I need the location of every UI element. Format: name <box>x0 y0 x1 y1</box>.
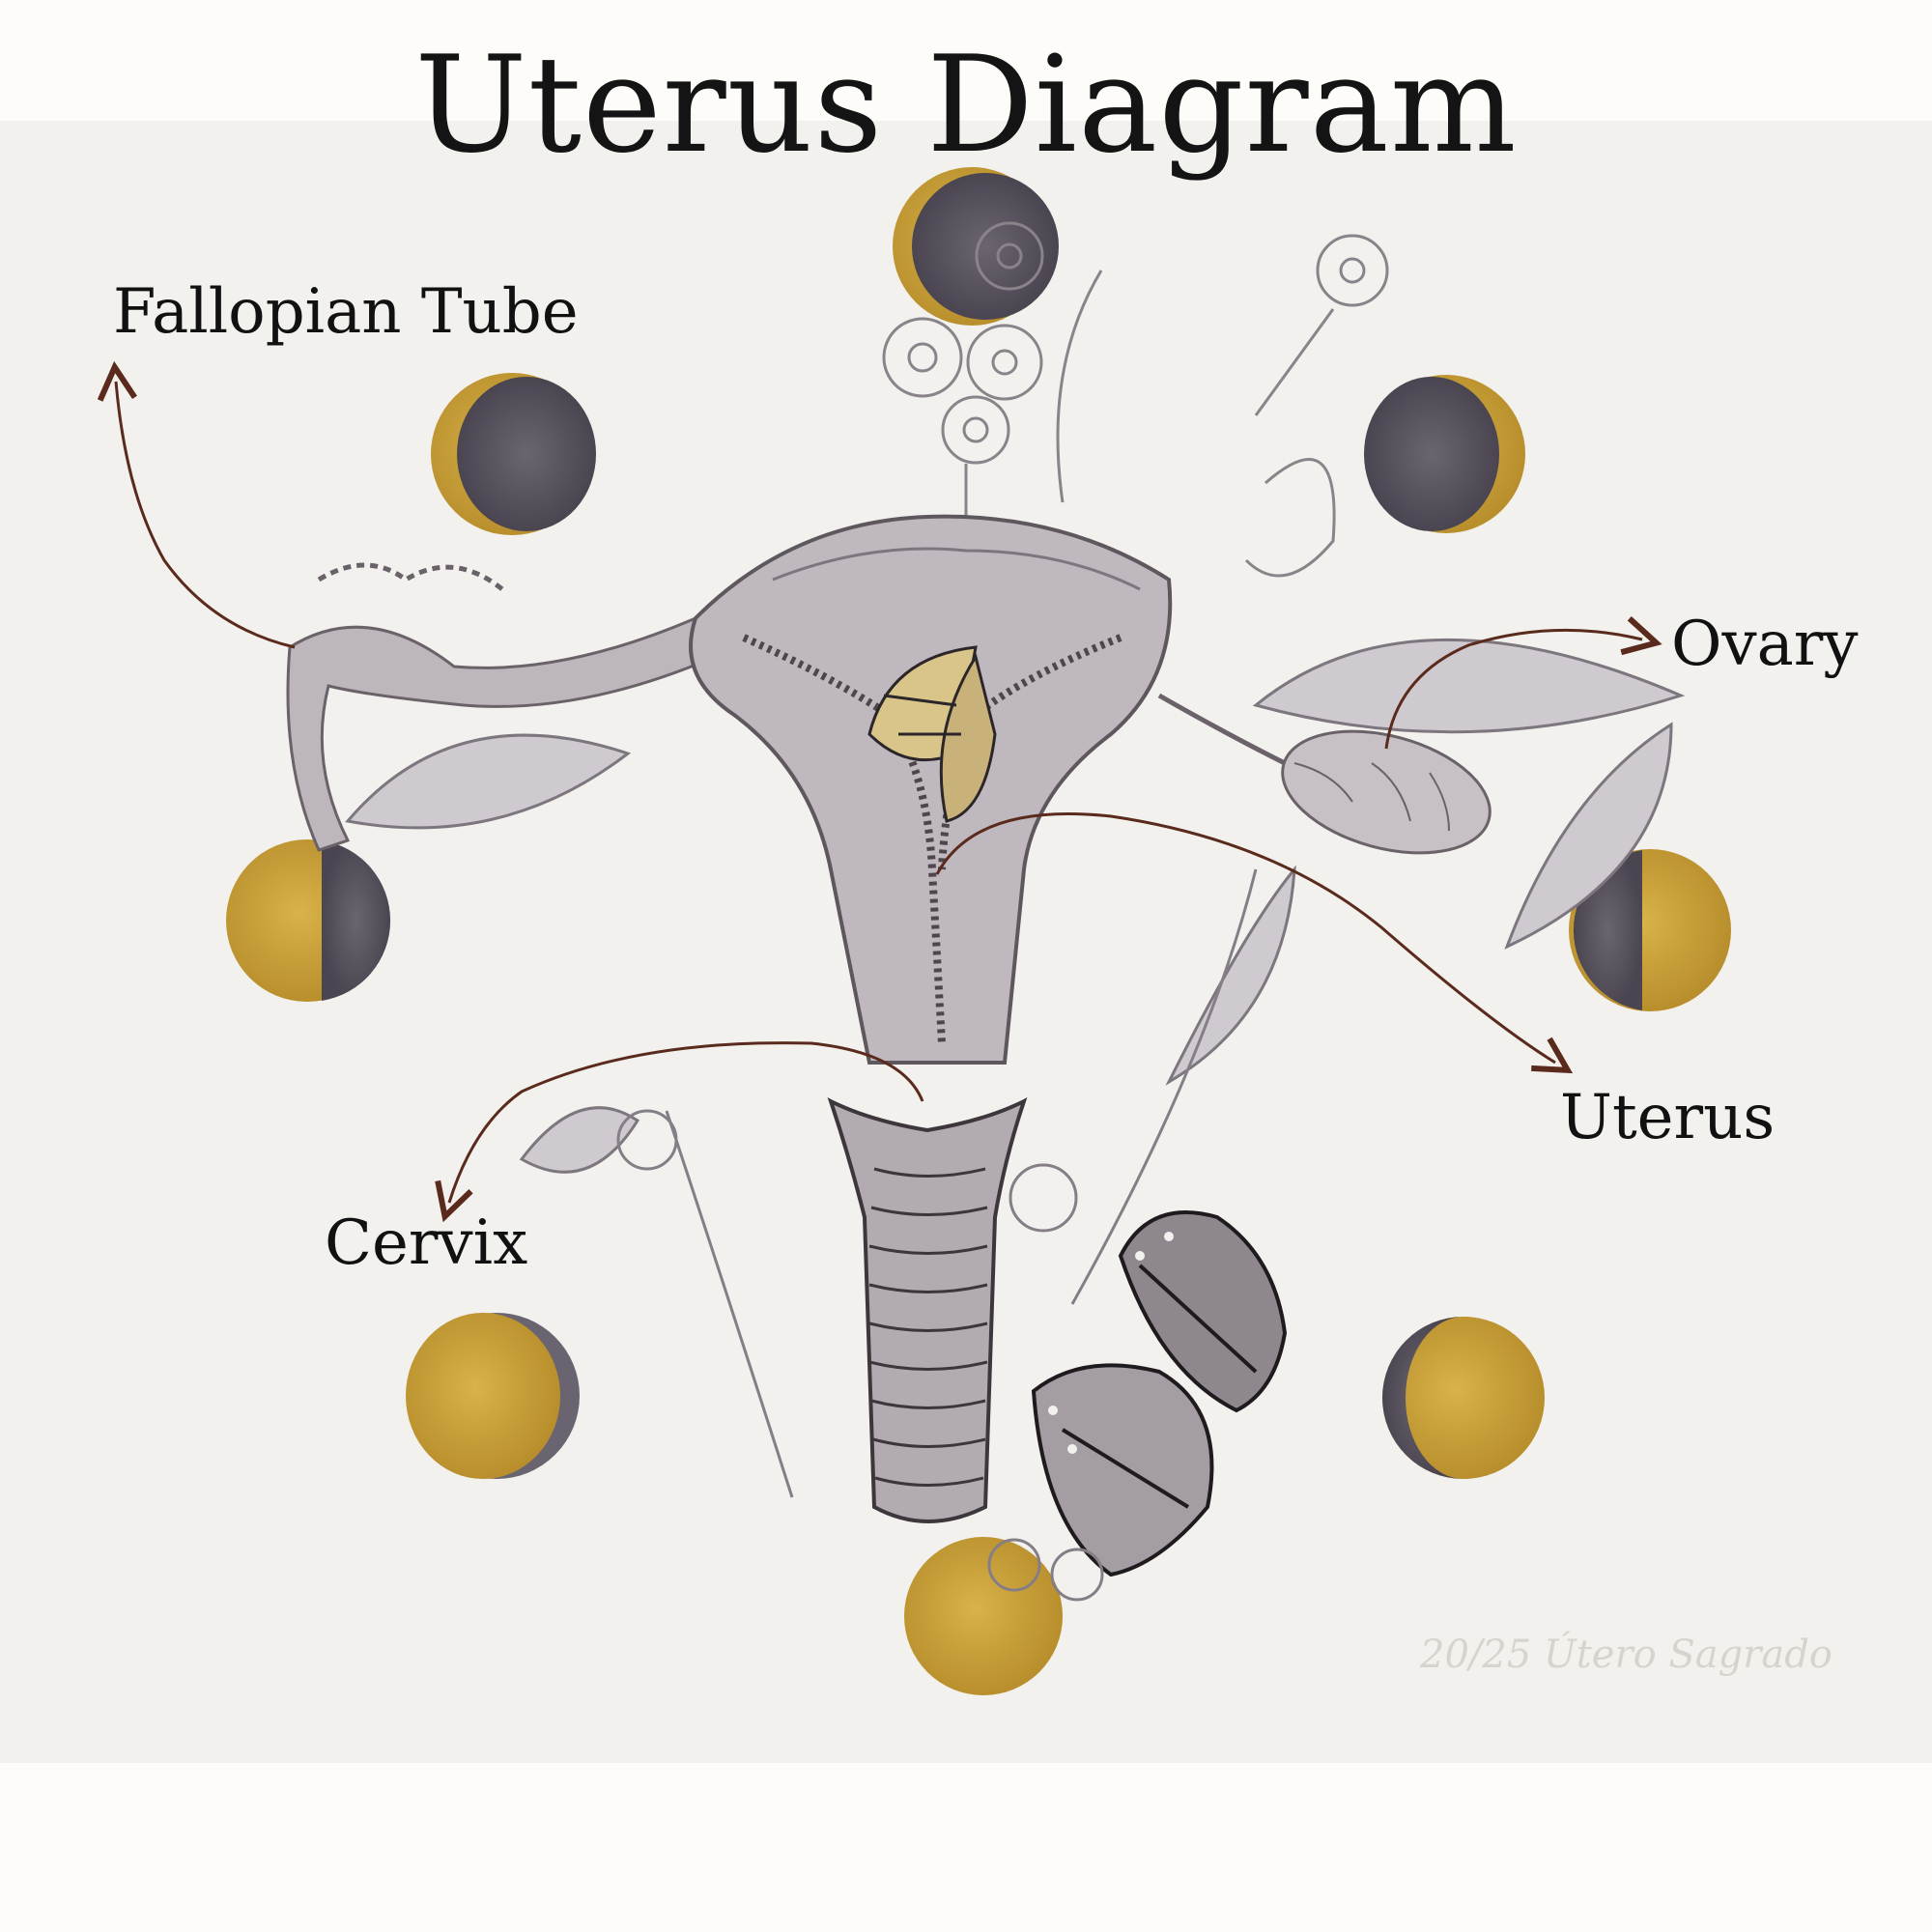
moon-top <box>893 167 1059 326</box>
moon-upper-right <box>1364 375 1525 533</box>
uterus-drawing <box>689 514 1173 1065</box>
fallopian-tube-drawing <box>286 562 718 852</box>
moon-lower-left <box>406 1313 580 1479</box>
moon-upper-left <box>431 373 596 535</box>
artist-signature: 20/25 Útero Sagrado <box>1420 1633 1833 1677</box>
page-title: Uterus Diagram <box>414 27 1518 183</box>
label-cervix: Cervix <box>325 1208 528 1279</box>
leaves <box>345 638 1686 1174</box>
butterfly-lower <box>1031 1210 1288 1577</box>
label-arrows <box>116 382 1642 1203</box>
fallopian-tube-arrow <box>116 382 296 649</box>
label-ovary: Ovary <box>1671 609 1859 680</box>
uterus-arrow <box>935 812 1555 1064</box>
ovary-drawing <box>1157 693 1492 855</box>
moon-middle-left <box>226 839 391 1002</box>
botanical-stems <box>616 868 1258 1602</box>
cervix-drawing <box>827 1097 1028 1523</box>
ovary-arrow <box>1384 630 1642 750</box>
moon-bottom <box>904 1537 1063 1695</box>
butterfly-upper <box>867 645 997 823</box>
cervix-arrow <box>449 1041 924 1203</box>
label-uterus: Uterus <box>1560 1082 1776 1153</box>
label-fallopian-tube: Fallopian Tube <box>113 276 579 348</box>
botanical-flowers <box>882 221 1389 578</box>
moon-lower-right <box>1382 1317 1545 1479</box>
